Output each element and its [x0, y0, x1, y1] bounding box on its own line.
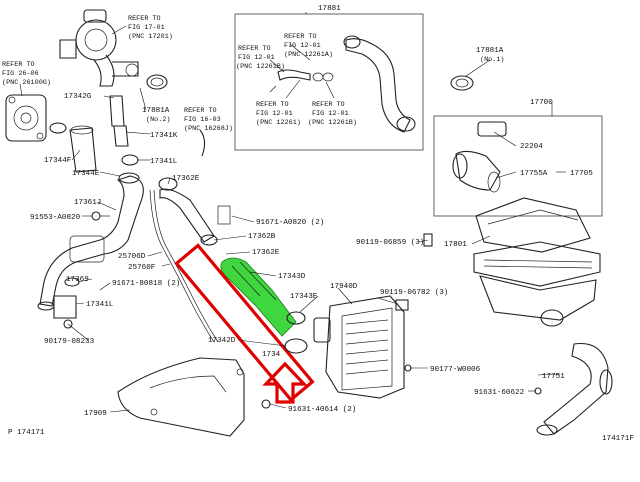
bracket-17909	[117, 357, 245, 437]
label-17881a-no1-note: (No.1)	[480, 56, 504, 64]
ref-note-26100g: REFER TO FIG 26-06 (PNC 26100G)	[2, 61, 51, 87]
wire-25760f	[149, 129, 219, 343]
label-90119a: 90119-06859 (3)	[356, 239, 424, 247]
label-91631b: 91631-40614 (2)	[288, 406, 356, 414]
highlight-box	[174, 243, 315, 403]
ref-line: (PNC 12261B)	[308, 119, 357, 127]
label-17341k: 17341K	[150, 132, 178, 140]
label-90119b: 90119-06782 (3)	[380, 289, 448, 297]
label-figure-id: 174171F	[602, 435, 634, 443]
label-17362e-top: 17362E	[172, 175, 200, 183]
clamp-17881a-no1	[450, 75, 474, 91]
air-cleaner-17801	[423, 197, 601, 327]
label-17801: 17801	[444, 241, 467, 249]
ref-line: FIG 12-01	[238, 54, 275, 62]
label-17881a-no2: 17881A	[142, 107, 170, 115]
ref-line: (PNC 12261B)	[236, 63, 285, 71]
label-25706d: 25706D	[118, 253, 146, 261]
tube-17344f	[49, 122, 97, 173]
label-17755a: 17755A	[520, 170, 548, 178]
label-17342d: 17342D	[208, 337, 236, 345]
label-17909: 17909	[84, 410, 107, 418]
label-17343d: 17343D	[278, 273, 306, 281]
reference-notes: REFER TO FIG 17-01 (PNC 17201) REFER TO …	[2, 15, 357, 133]
label-91631a: 91631-60622	[474, 389, 525, 397]
ref-line: FIG 26-06	[2, 70, 39, 78]
label-17751: 17751	[542, 373, 565, 381]
ref-line: REFER TO	[2, 61, 35, 69]
ref-line: FIG 12-01	[312, 110, 349, 118]
label-90177: 90177-W0006	[430, 366, 481, 374]
ref-line: (PNC 17201)	[128, 33, 173, 41]
label-17344f: 17344F	[44, 157, 72, 165]
label-17700: 17700	[530, 99, 553, 107]
label-17341l-bot: 17341L	[86, 301, 114, 309]
throttle-housing	[5, 94, 47, 142]
ref-note-12261b-right: REFER TO FIG 12-01 (PNC 12261B)	[308, 101, 357, 127]
clamp-17362e	[158, 177, 178, 191]
ref-line: REFER TO	[256, 101, 289, 109]
label-17342g: 17342G	[64, 93, 92, 101]
label-17940d: 17940D	[330, 283, 358, 291]
ref-line: REFER TO	[128, 15, 161, 23]
detail-box-17700	[433, 115, 603, 217]
intake-pipe-17361j	[37, 172, 144, 311]
label-17705: 17705	[570, 170, 593, 178]
label-1734-partial: 1734	[262, 351, 281, 359]
ref-line: (PNC 12261A)	[284, 51, 333, 59]
label-17881a-no1: 17881A	[476, 47, 504, 55]
ref-note-17201: REFER TO FIG 17-01 (PNC 17201)	[128, 15, 173, 41]
lower-hose-set	[53, 277, 80, 329]
attention-arrow	[262, 361, 308, 404]
hose-17343d-fill	[220, 257, 297, 337]
pipe-17362b	[159, 188, 231, 246]
label-17341l-top: 17341L	[150, 158, 178, 166]
label-17362b: 17362B	[248, 233, 276, 241]
ref-line: (PNC 26100G)	[2, 79, 51, 87]
ref-note-12261: REFER TO FIG 12-01 (PNC 12261)	[256, 101, 301, 127]
label-22204: 22204	[520, 143, 543, 151]
clamp-17881a-no2	[146, 74, 168, 90]
pump-assembly	[59, 9, 139, 87]
label-page-id: P 174171	[8, 429, 45, 437]
ref-line: REFER TO	[184, 107, 217, 115]
label-17344e: 17344E	[72, 170, 100, 178]
ref-line: (PNC 12261)	[256, 119, 301, 127]
leader-lines	[19, 12, 566, 413]
small-hose-set	[109, 95, 139, 166]
ref-line: (PNC 16268J)	[184, 125, 233, 133]
detail-box-17881	[234, 13, 424, 151]
label-17361j: 17361J	[74, 199, 101, 207]
label-91553: 91553-A0820	[30, 214, 81, 222]
label-91671a: 91671-A0820 (2)	[256, 219, 324, 227]
label-17881a-no2-note: (No.2)	[146, 116, 170, 124]
part-labels: 17881 17881A (No.1) 17881A (No.2) 17700 …	[8, 5, 634, 443]
label-90179: 90179-08233	[44, 338, 95, 346]
hose-17751	[536, 342, 613, 436]
label-17343e: 17343E	[290, 293, 318, 301]
ref-line: REFER TO	[312, 101, 345, 109]
ref-line: FIG 16-03	[184, 116, 221, 124]
ref-line: REFER TO	[284, 33, 317, 41]
label-91671b: 91671-80818 (2)	[112, 280, 180, 288]
label-25760f: 25760F	[128, 264, 156, 272]
label-17362e-bot: 17362E	[252, 249, 280, 257]
bolt-91553	[91, 211, 110, 221]
ref-line: FIG 12-01	[284, 42, 321, 50]
highlighted-hose-17343d	[174, 243, 315, 403]
intercooler-17940d	[313, 295, 409, 399]
ref-note-12261b-left: REFER TO FIG 12-01 (PNC 12261B)	[236, 45, 285, 71]
label-17369: 17369	[66, 276, 89, 284]
ref-line: REFER TO	[238, 45, 271, 53]
ref-note-16268j: REFER TO FIG 16-03 (PNC 16268J)	[184, 107, 233, 133]
ref-note-12261a: REFER TO FIG 12-01 (PNC 12261A)	[284, 33, 333, 59]
ref-line: FIG 17-01	[128, 24, 165, 32]
ref-line: FIG 12-01	[256, 110, 293, 118]
label-17881: 17881	[318, 5, 341, 13]
